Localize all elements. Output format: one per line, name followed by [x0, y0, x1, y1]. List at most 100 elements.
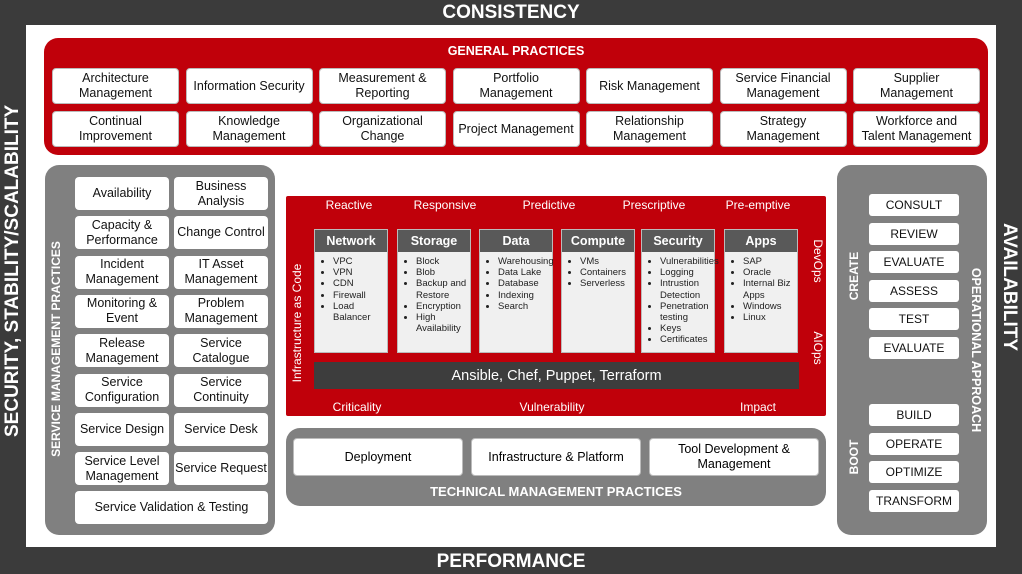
column-network: NetworkVPCVPNCDNFirewallLoad Balancer — [314, 229, 388, 353]
column-item: Load Balancer — [333, 301, 387, 323]
general-practice-service-financial-management: Service Financial Management — [719, 68, 847, 104]
column-item: Oracle — [743, 267, 797, 278]
service-practice-service-configuration: Service Configuration — [75, 373, 169, 407]
column-title: Storage — [398, 230, 470, 252]
general-practice-relationship-management: Relationship Management — [586, 111, 713, 147]
stage-vulnerability: Vulnerability — [519, 400, 585, 414]
service-practice-it-asset-management: IT Asset Management — [174, 255, 268, 289]
service-management-title: SERVICE MANAGEMENT PRACTICES — [49, 241, 63, 457]
operational-step-build: BUILD — [869, 404, 959, 426]
column-item: Indexing — [498, 290, 552, 301]
tools-bar: Ansible, Chef, Puppet, Terraform — [314, 362, 799, 389]
operational-step-transform: TRANSFORM — [869, 489, 959, 512]
column-item: Certificates — [660, 334, 714, 345]
column-item: Windows — [743, 301, 797, 312]
column-item: VPC — [333, 256, 387, 267]
service-practice-capacity-and-performance: Capacity & Performance — [75, 216, 169, 250]
operational-step-evaluate: EVALUATE — [869, 251, 959, 274]
stage-predictive: Predictive — [522, 198, 576, 212]
column-item: Penetration testing — [660, 301, 714, 323]
service-practice-monitoring-and-event: Monitoring & Event — [75, 294, 169, 328]
service-practice-business-analysis: Business Analysis — [174, 177, 268, 210]
technical-management-title: TECHNICAL MANAGEMENT PRACTICES — [430, 484, 682, 499]
aiops-label: AIOps — [811, 331, 825, 365]
general-practice-supplier-management: Supplier Management — [853, 68, 980, 104]
column-item: SAP — [743, 256, 797, 267]
column-storage: StorageBlockBlobBackup and RestoreEncryp… — [397, 229, 471, 353]
column-list: BlockBlobBackup and RestoreEncryptionHig… — [398, 256, 470, 334]
general-practice-knowledge-management: Knowledge Management — [185, 111, 313, 147]
devops-label: DevOps — [811, 239, 825, 283]
stage-impact: Impact — [739, 400, 776, 414]
iac-label: Infrastructure as Code — [290, 263, 304, 383]
service-practice-incident-management: Incident Management — [75, 255, 169, 289]
column-list: VPCVPNCDNFirewallLoad Balancer — [315, 256, 387, 323]
column-item: CDN — [333, 278, 387, 289]
column-title: Security — [642, 230, 714, 252]
operational-step-optimize: OPTIMIZE — [869, 461, 959, 484]
column-list: WarehousingData LakeDatabaseIndexingSear… — [480, 256, 554, 312]
service-practice-service-desk: Service Desk — [174, 412, 268, 446]
create-label: CREATE — [847, 251, 861, 301]
technical-practice-deployment: Deployment — [293, 438, 463, 476]
stage-criticality: Criticality — [332, 400, 382, 414]
frame-top-label: CONSISTENCY — [442, 2, 580, 23]
technical-practice-infrastructure-and-platform: Infrastructure & Platform — [471, 438, 641, 476]
general-practice-continual-improvement: Continual Improvement — [52, 111, 179, 147]
general-practice-measurement-and-reporting: Measurement & Reporting — [319, 68, 446, 104]
column-item: Logging — [660, 267, 714, 278]
service-practice-service-validation-and-testing: Service Validation & Testing — [75, 491, 268, 525]
service-practice-availability: Availability — [75, 177, 169, 210]
column-item: Search — [498, 301, 552, 312]
column-item: Internal Biz Apps — [743, 278, 797, 300]
column-data: DataWarehousingData LakeDatabaseIndexing… — [479, 229, 554, 353]
column-item: Warehousing — [498, 256, 554, 267]
operational-step-operate: OPERATE — [869, 432, 959, 455]
general-practice-information-security: Information Security — [185, 68, 313, 104]
column-item: Firewall — [333, 290, 387, 301]
column-item: Backup and Restore — [416, 278, 470, 300]
general-practice-risk-management: Risk Management — [586, 68, 713, 104]
column-title: Apps — [725, 230, 797, 252]
column-list: SAPOracleInternal Biz AppsWindowsLinux — [725, 256, 797, 323]
general-practice-project-management: Project Management — [452, 111, 580, 147]
column-title: Compute — [562, 230, 634, 252]
column-item: Block — [416, 256, 470, 267]
column-item: VMs — [580, 256, 634, 267]
operational-step-test: TEST — [869, 308, 959, 331]
frame-right-label: AVAILABILITY — [999, 222, 1020, 352]
operational-step-review: REVIEW — [869, 222, 959, 245]
column-item: Serverless — [580, 278, 634, 289]
column-list: VulnerabilitiesLoggingIntrustion Detecti… — [642, 256, 719, 346]
service-practice-service-level-management: Service Level Management — [75, 452, 169, 486]
operational-step-consult: CONSULT — [869, 194, 959, 216]
column-item: Keys — [660, 323, 714, 334]
column-item: Database — [498, 278, 552, 289]
general-practices-title: GENERAL PRACTICES — [447, 44, 585, 58]
column-title: Network — [315, 230, 387, 252]
general-practice-workforce-and-talent-management: Workforce and Talent Management — [853, 111, 980, 147]
column-title: Data — [480, 230, 552, 252]
service-practice-problem-management: Problem Management — [174, 294, 268, 328]
stage-pre-emptive: Pre-emptive — [725, 198, 791, 212]
service-practice-service-design: Service Design — [75, 412, 169, 446]
column-item: Blob — [416, 267, 470, 278]
boot-label: BOOT — [847, 439, 861, 475]
operational-step-evaluate: EVALUATE — [869, 337, 959, 359]
column-item: Encryption — [416, 301, 470, 312]
stage-reactive: Reactive — [325, 198, 373, 212]
column-item: Intrustion Detection — [660, 278, 714, 300]
stage-prescriptive: Prescriptive — [622, 198, 686, 212]
operational-step-assess: ASSESS — [869, 279, 959, 302]
operational-title: OPERATIONAL APPROACH — [969, 267, 983, 433]
general-practice-portfolio-management: Portfolio Management — [452, 68, 580, 104]
stage-responsive: Responsive — [413, 198, 477, 212]
column-apps: AppsSAPOracleInternal Biz AppsWindowsLin… — [724, 229, 798, 353]
column-security: SecurityVulnerabilitiesLoggingIntrustion… — [641, 229, 719, 353]
column-compute: ComputeVMsContainersServerless — [561, 229, 635, 353]
service-practice-service-continuity: Service Continuity — [174, 373, 268, 407]
column-item: Containers — [580, 267, 634, 278]
column-item: VPN — [333, 267, 387, 278]
general-practice-strategy-management: Strategy Management — [719, 111, 847, 147]
technical-practice-tool-development-and-management: Tool Development & Management — [649, 438, 819, 476]
